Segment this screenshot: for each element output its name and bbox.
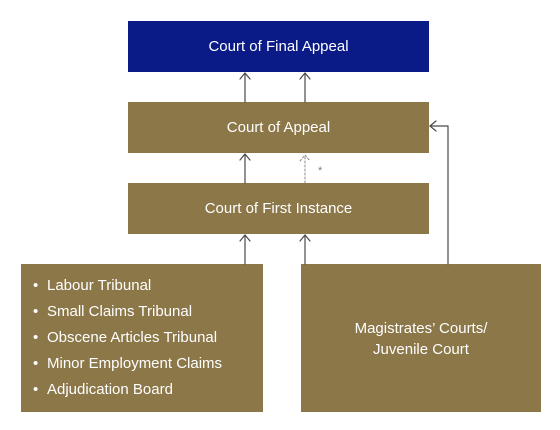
tribunal-item: • Minor Employment Claims	[33, 354, 263, 380]
bullet-icon: •	[33, 277, 39, 294]
arrow-cfi-to-ca-dotted	[299, 154, 311, 184]
tribunal-label: Minor Employment Claims	[47, 355, 223, 372]
bullet-icon: •	[33, 329, 39, 346]
tribunal-label: Small Claims Tribunal	[47, 303, 193, 320]
arrow-tribunals-to-cfi	[239, 234, 251, 265]
tribunal-item: • Small Claims Tribunal	[33, 302, 263, 328]
arrow-ca-to-cfa-left	[239, 72, 251, 103]
arrow-cfi-to-ca	[239, 153, 251, 184]
court-of-appeal-label: Court of Appeal	[226, 119, 331, 136]
tribunal-label: Labour Tribunal	[47, 277, 152, 294]
arrow-ca-to-cfa-right	[299, 72, 311, 103]
magistrates-label-line2: Juvenile Court	[373, 341, 469, 358]
tribunal-item: • Labour Tribunal	[33, 276, 263, 302]
tribunal-label: Adjudication Board	[47, 381, 173, 398]
court-of-first-instance-node: Court of First Instance	[128, 183, 429, 234]
court-of-final-appeal-label: Court of Final Appeal	[208, 38, 349, 55]
tribunals-list: •Labour Tribunal •Small Claims Tribunal …	[33, 276, 263, 406]
magistrates-label-line1: Magistrates’ Courts/	[354, 320, 488, 337]
tribunals-node: •Labour Tribunal •Small Claims Tribunal …	[21, 264, 263, 412]
bullet-icon: •	[33, 303, 39, 320]
court-of-first-instance-label: Court of First Instance	[204, 200, 353, 217]
tribunal-label: Obscene Articles Tribunal	[47, 329, 218, 346]
tribunal-item: • Obscene Articles Tribunal	[33, 328, 263, 354]
magistrates-label: Magistrates’ Courts/ Juvenile Court	[355, 318, 488, 360]
arrow-magistrates-to-cfi	[299, 234, 311, 265]
bullet-icon: •	[33, 381, 39, 398]
arrow-magistrates-to-ca	[429, 120, 449, 265]
tribunal-item: • Adjudication Board	[33, 380, 263, 406]
bullet-icon: •	[33, 355, 39, 372]
court-of-final-appeal-node: Court of Final Appeal	[128, 21, 429, 72]
footnote-marker: *	[318, 165, 323, 177]
court-of-appeal-node: Court of Appeal	[128, 102, 429, 153]
magistrates-juvenile-node: Magistrates’ Courts/ Juvenile Court	[301, 264, 541, 412]
